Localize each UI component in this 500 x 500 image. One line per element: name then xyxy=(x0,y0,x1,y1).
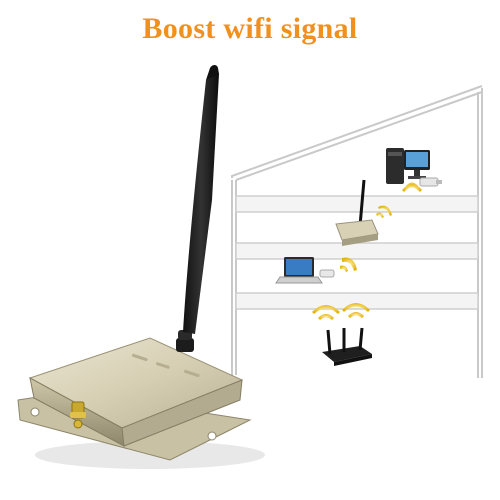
wifi-waves-ground xyxy=(312,303,370,320)
usb-wifi-adapter-icon xyxy=(419,177,442,187)
laptop-icon xyxy=(275,257,323,284)
floor-slabs xyxy=(235,195,479,310)
wifi-router-icon xyxy=(322,327,372,366)
wifi-waves-third xyxy=(340,257,357,272)
headline-boost-wifi-signal: Boost wifi signal xyxy=(142,12,358,45)
desktop-computer-icon xyxy=(386,148,430,184)
wifi-waves-second xyxy=(376,205,392,218)
wifi-waves-top xyxy=(402,182,422,192)
sma-connector xyxy=(70,401,86,429)
amplifier-side-right xyxy=(121,379,243,447)
signal-booster-amplifier xyxy=(17,65,265,469)
amplifier-small-icon xyxy=(335,179,379,246)
usb-adapter-laptop-icon xyxy=(319,269,335,278)
antenna xyxy=(183,65,219,335)
